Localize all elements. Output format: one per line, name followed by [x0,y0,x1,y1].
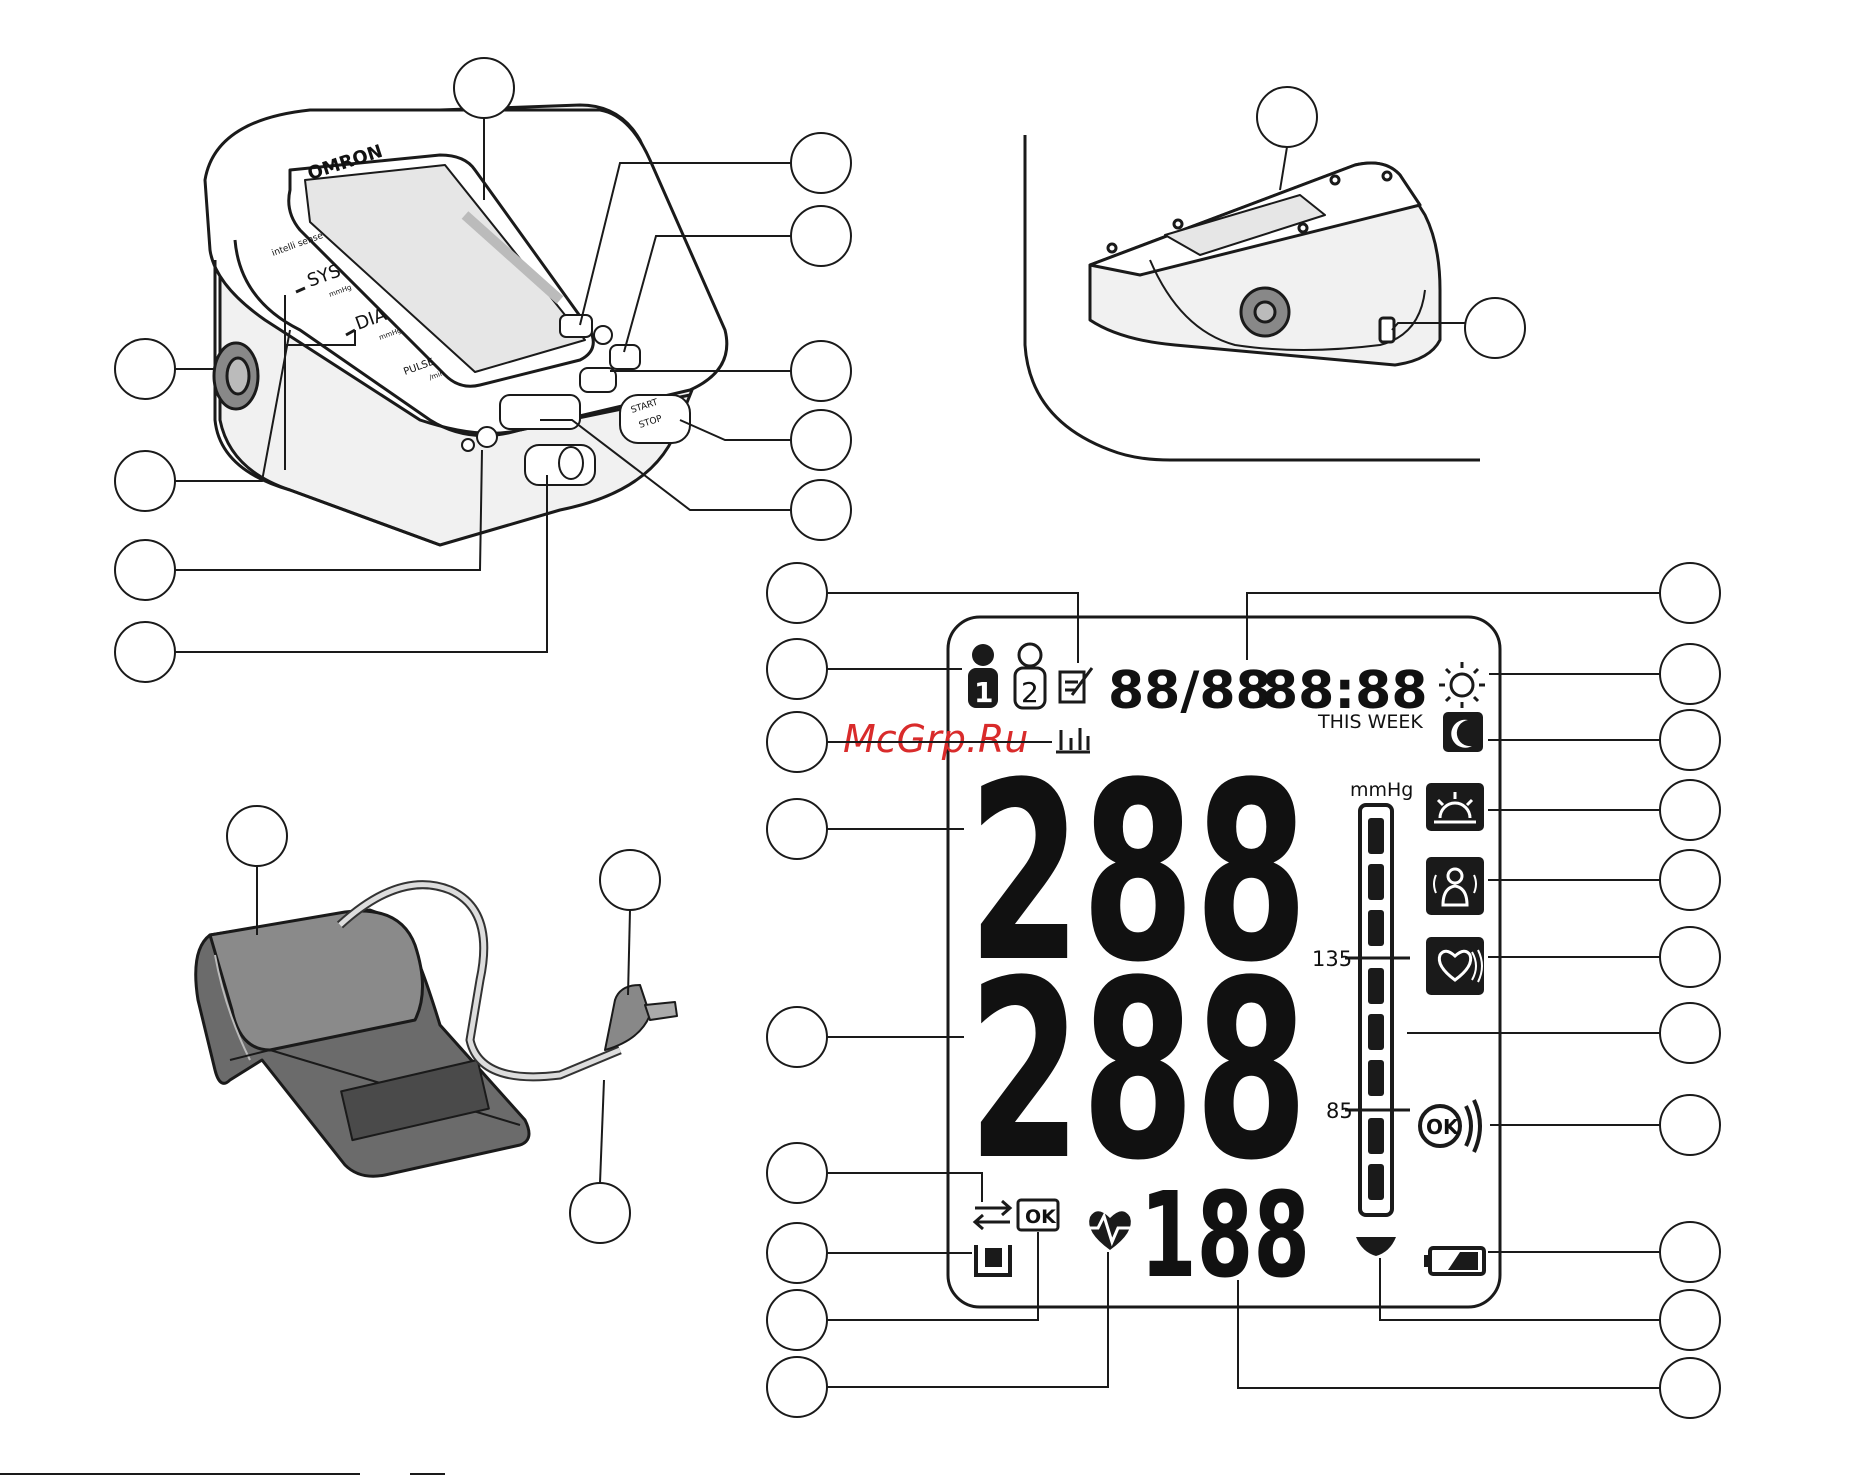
monitor-side-view [1025,135,1480,460]
cuff-wrap-ok-text: OK [1426,1115,1460,1139]
body-movement-icon [1426,857,1484,915]
pulse-digits: 188 [1140,1166,1310,1304]
this-week-label: THIS WEEK [1317,711,1423,733]
morning-icon [1426,783,1484,831]
tick-85: 85 [1326,1099,1353,1123]
ok-badge-text: OK [1025,1206,1057,1228]
arm-cuff [196,885,677,1177]
battery-icon [1424,1248,1484,1274]
irregular-heartbeat-icon [1426,937,1484,995]
mmhg-label: mmHg [1350,779,1413,801]
lcd-date: 88/88 [1108,661,1272,721]
user-1-number: 1 [974,676,993,709]
tick-135: 135 [1312,947,1352,971]
user-2-number: 2 [1021,676,1039,709]
memory-full-icon [976,1245,1010,1275]
